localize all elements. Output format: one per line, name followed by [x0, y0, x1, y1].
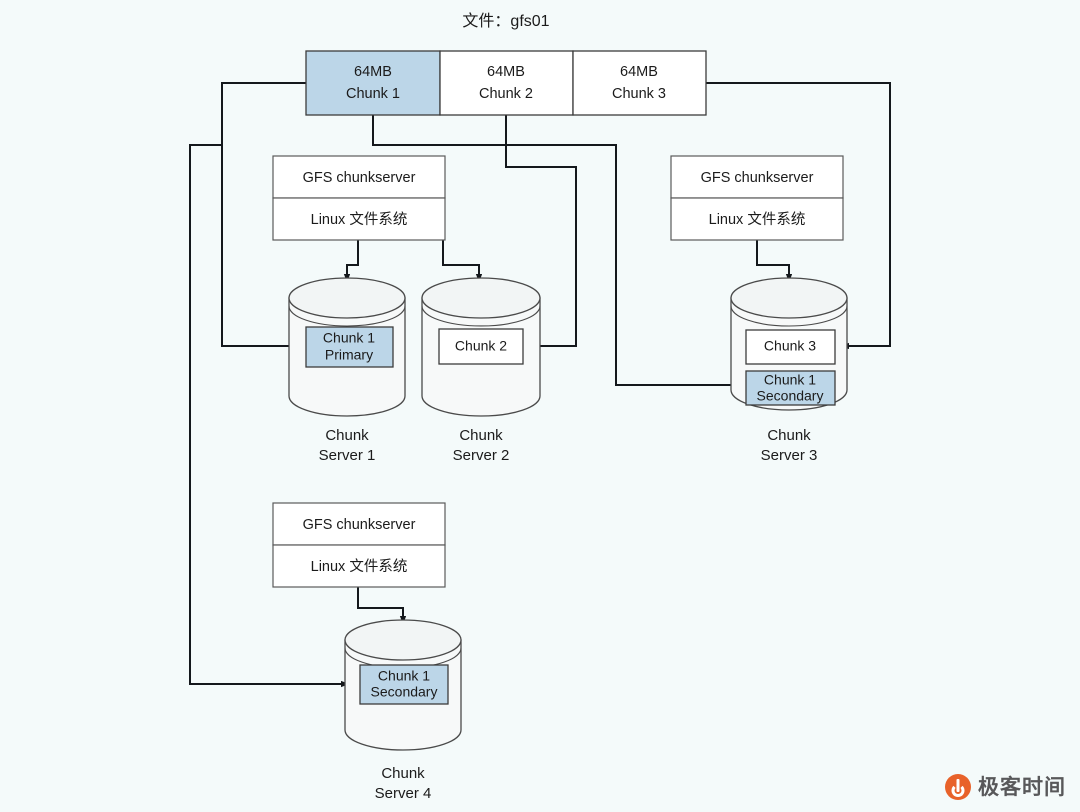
chunk-server-4-cylinder[interactable]: Chunk 1 Secondary [344, 619, 462, 751]
connector-chunk3-to-server3 [706, 82, 891, 350]
server4-replica-chunk1-secondary[interactable] [359, 664, 449, 705]
software-stack-server1: GFS chunkserver Linux 文件系统 [272, 155, 446, 241]
stack4-linux-fs-label: Linux 文件系统 [311, 558, 408, 575]
file-chunk-1-size: 64MB [354, 64, 392, 80]
chunk-server-3-cylinder[interactable]: Chunk 3 Chunk 1 Secondary [730, 277, 848, 411]
chunk-server-2-label-line1: Chunk [459, 427, 503, 444]
file-chunk-2-size: 64MB [487, 64, 525, 80]
software-stack-server4: GFS chunkserver Linux 文件系统 [272, 502, 446, 588]
chunk-server-4-label-line2: Server 4 [375, 785, 432, 802]
server4-replica-line1: Chunk 1 [378, 668, 430, 684]
server1-replica-line2: Primary [325, 347, 373, 363]
chunk-server-1-cylinder[interactable]: Chunk 1 Primary [288, 277, 406, 417]
server3-replica-chunk1-secondary[interactable] [745, 370, 836, 406]
file-chunk-3-size: 64MB [620, 64, 658, 80]
server1-replica-chunk1-primary[interactable] [305, 326, 394, 368]
watermark-text: 极客时间 [978, 774, 1066, 799]
file-chunk-1-name: Chunk 1 [346, 86, 400, 102]
chunk-server-3-label-line2: Server 3 [761, 447, 818, 464]
connector-stack1-to-disk2 [442, 240, 483, 283]
chunk-server-2-label-line2: Server 2 [453, 447, 510, 464]
connector-lines [189, 82, 891, 688]
chunk-server-1-label-line2: Server 1 [319, 447, 376, 464]
file-chunk-bar: 64MB Chunk 1 64MB Chunk 2 64MB Chunk 3 [305, 50, 707, 116]
watermark: 极客时间 [945, 774, 1066, 800]
file-chunk-3[interactable] [572, 50, 707, 116]
connector-stack1-to-disk1 [343, 240, 359, 283]
connector-stack4-to-disk4 [357, 587, 407, 625]
connector-chunk1-to-server3 [372, 115, 743, 389]
server3-replica-0-line1: Chunk 3 [764, 338, 816, 354]
page-title: 文件：gfs01 [462, 12, 549, 30]
server3-replica-1-line1: Chunk 1 [764, 372, 816, 388]
chunk-server-4-label-line1: Chunk [381, 765, 425, 782]
connector-chunk2-to-server2 [505, 115, 577, 350]
stack1-gfs-chunkserver-label: GFS chunkserver [303, 170, 416, 186]
stack4-gfs-chunkserver-label: GFS chunkserver [303, 517, 416, 533]
file-chunk-2[interactable] [439, 50, 574, 116]
stack1-linux-fs-layer[interactable] [272, 197, 446, 241]
stack1-gfs-chunkserver-layer[interactable] [272, 155, 446, 199]
geekbang-logo-icon [945, 774, 971, 800]
connector-stack3-to-disk3 [756, 240, 793, 283]
server2-replica-line1: Chunk 2 [455, 338, 507, 354]
file-chunk-2-name: Chunk 2 [479, 86, 533, 102]
server3-replica-1-line2: Secondary [757, 388, 824, 404]
software-stack-server3: GFS chunkserver Linux 文件系统 [670, 155, 844, 241]
chunk-server-2-cylinder[interactable]: Chunk 2 [421, 277, 541, 417]
chunk-server-3-label-line1: Chunk [767, 427, 811, 444]
stack3-gfs-chunkserver-label: GFS chunkserver [701, 170, 814, 186]
file-chunk-3-name: Chunk 3 [612, 86, 666, 102]
server1-replica-line1: Chunk 1 [323, 330, 375, 346]
stack1-linux-fs-label: Linux 文件系统 [311, 211, 408, 228]
stack3-linux-fs-layer[interactable] [670, 197, 844, 241]
server2-replica-chunk2[interactable] [438, 328, 524, 365]
chunk-server-1-label-line1: Chunk [325, 427, 369, 444]
stack3-linux-fs-label: Linux 文件系统 [709, 211, 806, 228]
server3-replica-chunk3[interactable] [745, 329, 836, 365]
server4-replica-line2: Secondary [371, 684, 438, 700]
file-chunk-1[interactable] [305, 50, 441, 116]
connector-chunk1-to-server4 [189, 82, 350, 688]
stack4-linux-fs-layer[interactable] [272, 544, 446, 588]
